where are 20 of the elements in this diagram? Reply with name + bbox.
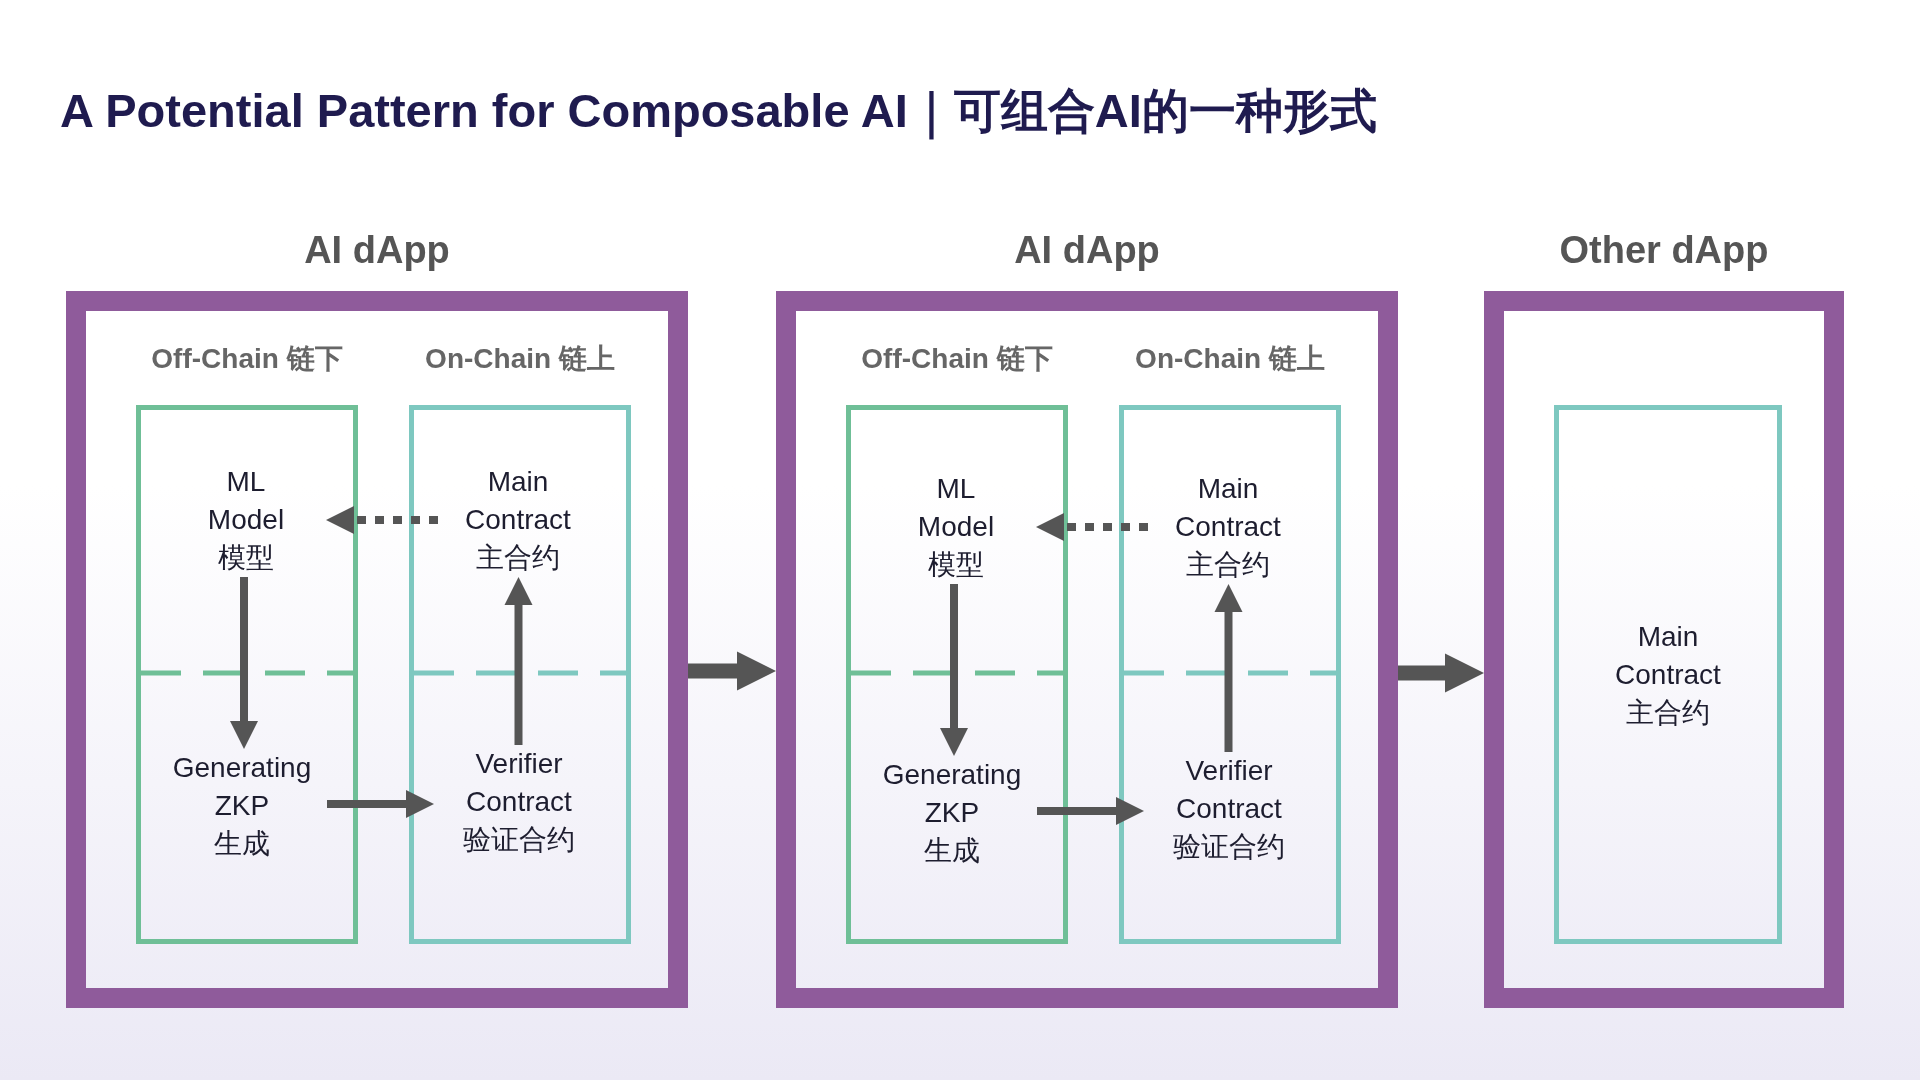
panel-heading: On-Chain 链上 xyxy=(1134,342,1326,376)
node-label: Main Contract 主合约 xyxy=(464,465,572,575)
node-label: Verifier Contract 验证合约 xyxy=(1172,754,1286,864)
panel-heading: Off-Chain 链下 xyxy=(860,342,1054,376)
node-label: ML Model 模型 xyxy=(916,472,996,582)
node-label: Main Contract 主合约 xyxy=(1174,472,1282,582)
panel-heading: Off-Chain 链下 xyxy=(150,342,344,376)
node-label: ML Model 模型 xyxy=(206,465,286,575)
title: A Potential Pattern for Composable AI｜可组合AI的一种形式 xyxy=(60,80,1377,143)
panel-heading: Other dApp xyxy=(1558,229,1770,272)
panel-heading: AI dApp xyxy=(1013,229,1161,272)
node-label: Generating ZKP 生成 xyxy=(171,751,313,861)
node-label: Generating ZKP 生成 xyxy=(881,758,1023,868)
column-panel xyxy=(1554,405,1782,944)
node-label: Verifier Contract 验证合约 xyxy=(462,747,576,857)
panel-heading: On-Chain 链上 xyxy=(424,342,616,376)
node-label: Main Contract 主合约 xyxy=(1614,619,1722,730)
arrow xyxy=(688,651,776,691)
panel-heading: AI dApp xyxy=(303,229,451,272)
arrow xyxy=(1398,653,1484,693)
